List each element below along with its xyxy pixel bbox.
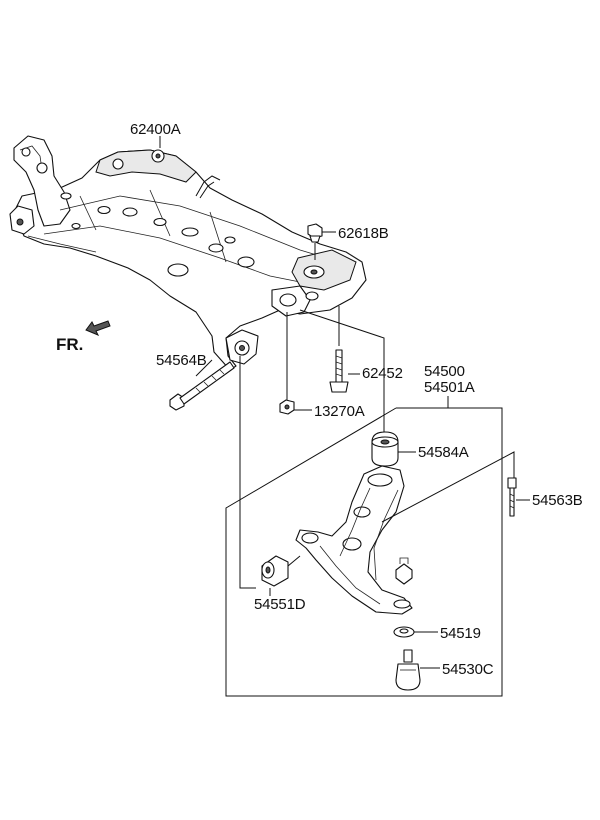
subframe-crossmember	[9, 135, 367, 371]
part-label-nut-lower: 13270A	[314, 403, 365, 420]
bushing-54551D: 54551D	[254, 555, 306, 613]
part-label-bolt-left: 54564B	[156, 352, 207, 369]
bolt-54563B: 54563B	[507, 477, 583, 517]
part-label-bush-front: 54551D	[254, 596, 306, 613]
nut-62618B: 62618B	[307, 223, 389, 260]
part-label-nut-top: 62618B	[338, 225, 389, 242]
front-direction-indicator: FR.	[56, 320, 111, 354]
nut-13270A: 13270A	[279, 312, 365, 420]
part-label-arm-assy: 54500	[424, 363, 465, 380]
part-label-subframe: 62400A	[130, 121, 181, 138]
dust-cover-54519: 54519	[393, 625, 481, 642]
part-label-arm-assy-alt: 54501A	[424, 379, 475, 396]
bolt-54564B: 54564B	[156, 352, 235, 411]
part-label-bush-rear: 54584A	[418, 444, 469, 461]
lower-control-arm	[295, 465, 413, 615]
part-label-ball-joint: 54530C	[442, 661, 494, 678]
bushing-54584A: 54584A	[371, 431, 469, 467]
part-label-bolt-right: 54563B	[532, 492, 583, 509]
ball-joint-54530C: 54530C	[395, 649, 494, 691]
part-label-bolt-center: 62452	[362, 365, 403, 382]
assembly-boundary	[225, 407, 503, 697]
front-arrow-icon	[85, 320, 111, 336]
front-label: FR.	[56, 335, 83, 354]
part-label-dust-cover: 54519	[440, 625, 481, 642]
bolt-62452: 62452	[329, 306, 403, 393]
